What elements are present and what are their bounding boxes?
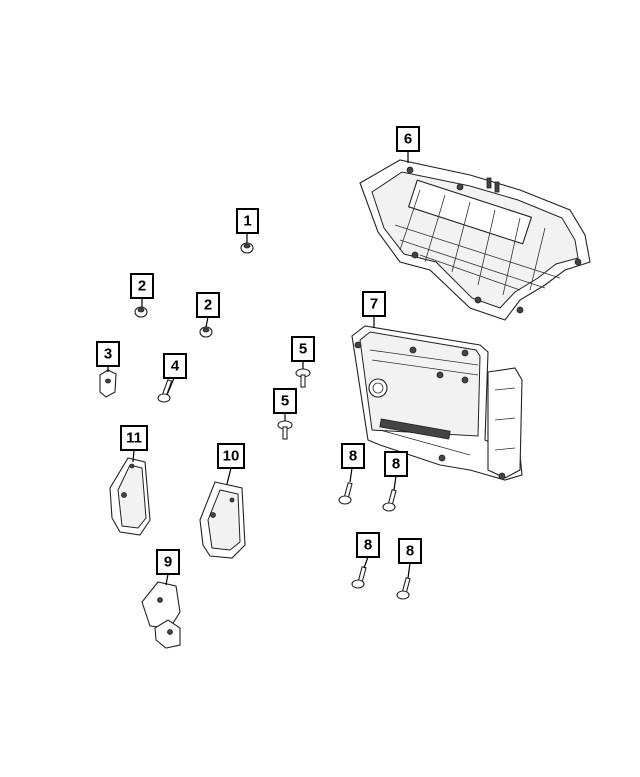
callout-label: 2	[204, 297, 212, 314]
callout-label: 8	[349, 448, 357, 465]
callout-label: 5	[299, 341, 307, 358]
callout-10: 10	[217, 443, 245, 469]
callout-label: 8	[392, 456, 400, 473]
callout-2-right: 2	[196, 292, 220, 318]
callout-4: 4	[163, 353, 187, 379]
part-10-bracket	[199, 481, 246, 559]
callout-1: 1	[236, 208, 259, 234]
callout-label: 5	[281, 393, 289, 410]
callout-8-c: 8	[356, 532, 380, 558]
part-5-screw-lower	[277, 420, 293, 440]
callout-label: 6	[404, 131, 412, 148]
part-7-control-module	[351, 325, 523, 481]
callout-11: 11	[120, 425, 148, 451]
leader-lines	[107, 151, 411, 586]
callout-label: 8	[406, 543, 414, 560]
callout-label: 1	[243, 213, 251, 230]
part-8-bolt-2	[382, 489, 397, 512]
callout-label: 8	[364, 537, 372, 554]
part-8-bolt-4	[396, 577, 411, 600]
callout-6: 6	[396, 126, 420, 152]
part-6-mounting-bracket	[359, 159, 591, 321]
callout-label: 11	[126, 430, 142, 447]
callout-3: 3	[96, 341, 120, 367]
part-2-nut-right	[199, 326, 213, 338]
callout-label: 4	[171, 358, 180, 375]
callout-label: 2	[138, 278, 146, 295]
callout-8-b: 8	[384, 451, 408, 477]
part-5-screw-upper	[295, 368, 311, 388]
callout-label: 9	[164, 554, 172, 571]
part-4-bolt	[157, 377, 175, 403]
callout-label: 7	[370, 296, 378, 313]
part-8-bolt-3	[351, 566, 367, 589]
callout-7: 7	[362, 291, 386, 317]
part-2-nut-left	[134, 306, 148, 318]
part-1-nut	[240, 242, 254, 254]
part-3-clip-nut	[99, 369, 117, 398]
callout-5-lower: 5	[273, 388, 297, 414]
callout-label: 3	[104, 346, 112, 363]
callout-5-upper: 5	[291, 336, 315, 362]
part-11-bracket	[109, 457, 151, 536]
part-8-bolt-1	[338, 482, 353, 505]
callout-8-d: 8	[398, 538, 422, 564]
callout-2-left: 2	[130, 273, 154, 299]
callout-label: 10	[223, 448, 240, 465]
part-9-bracket-assembly	[141, 581, 181, 649]
callout-8-a: 8	[341, 443, 365, 469]
callout-9: 9	[156, 549, 180, 575]
